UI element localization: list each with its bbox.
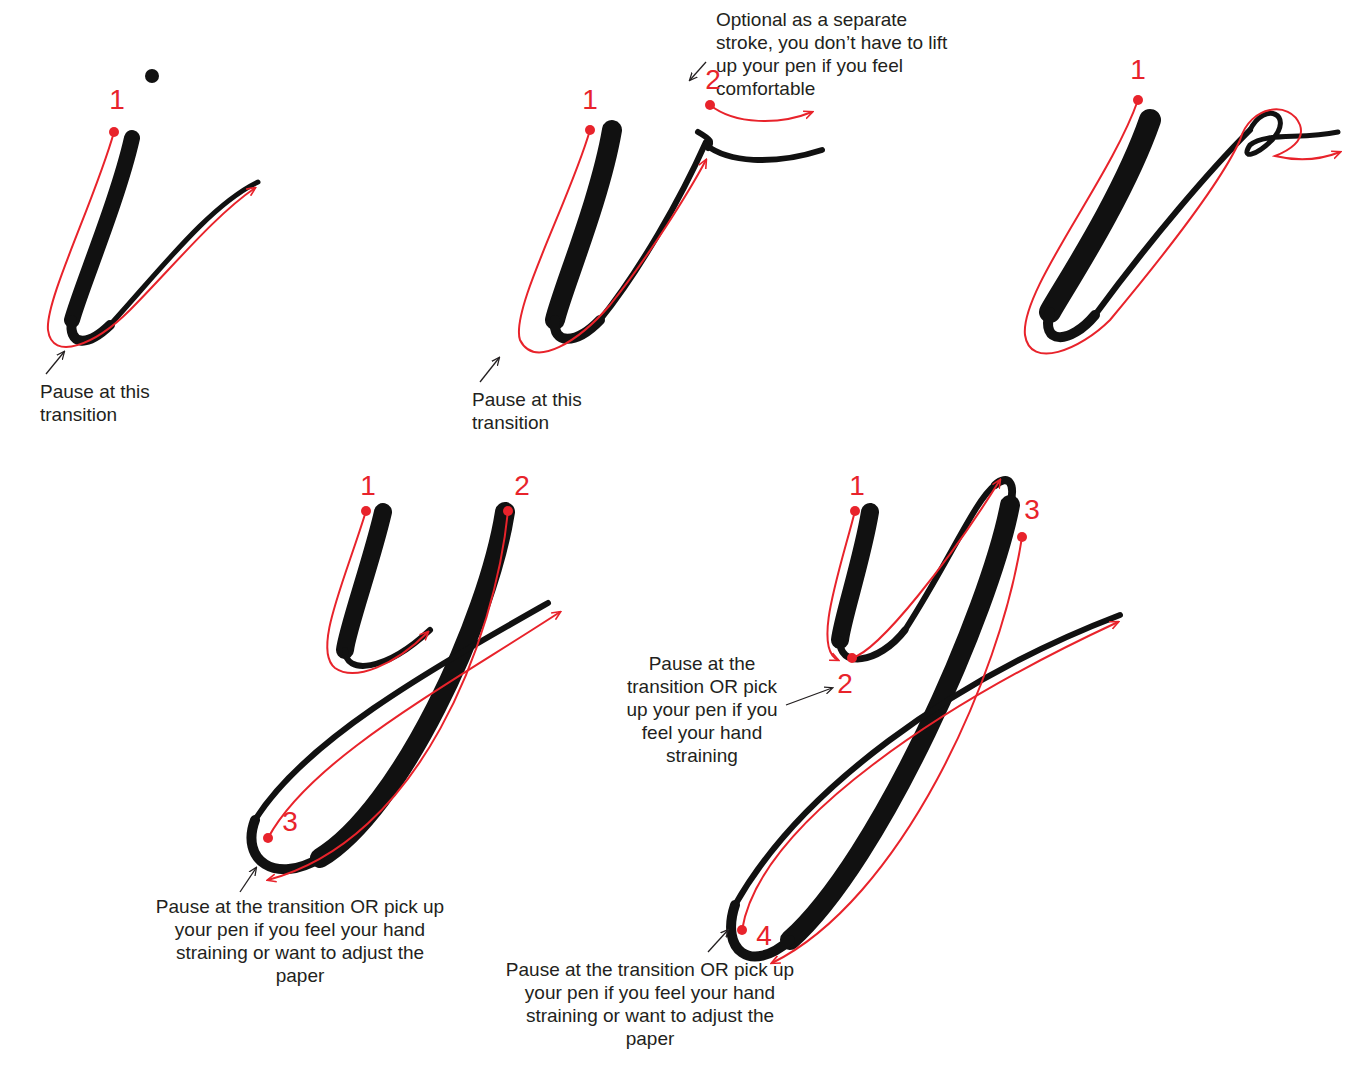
callout-number: 2 <box>514 472 530 500</box>
callout-number: 1 <box>360 472 376 500</box>
instruction-note: Pause at the transition OR pick up your … <box>622 652 782 767</box>
instruction-note: Pause at the transition OR pick up your … <box>500 958 800 1050</box>
callout-number: 3 <box>1024 496 1040 524</box>
instruction-note: Optional as a separate stroke, you don’t… <box>716 8 948 100</box>
callout-number: 2 <box>837 670 853 698</box>
callout-number: 1 <box>1130 56 1146 84</box>
callout-number: 2 <box>705 66 721 94</box>
start-dots <box>109 95 1143 935</box>
leader-lines <box>46 62 832 952</box>
letter-strokes <box>71 69 1338 956</box>
callout-number: 1 <box>582 86 598 114</box>
instruction-note: Pause at this transition <box>472 388 622 434</box>
instruction-note: Pause at the transition OR pick up your … <box>150 895 450 987</box>
callout-number: 1 <box>109 86 125 114</box>
callout-number: 3 <box>282 808 298 836</box>
callout-number: 4 <box>756 922 772 950</box>
instruction-note: Pause at this transition <box>40 380 175 426</box>
stroke-guides <box>48 100 1340 963</box>
callout-number: 1 <box>849 472 865 500</box>
